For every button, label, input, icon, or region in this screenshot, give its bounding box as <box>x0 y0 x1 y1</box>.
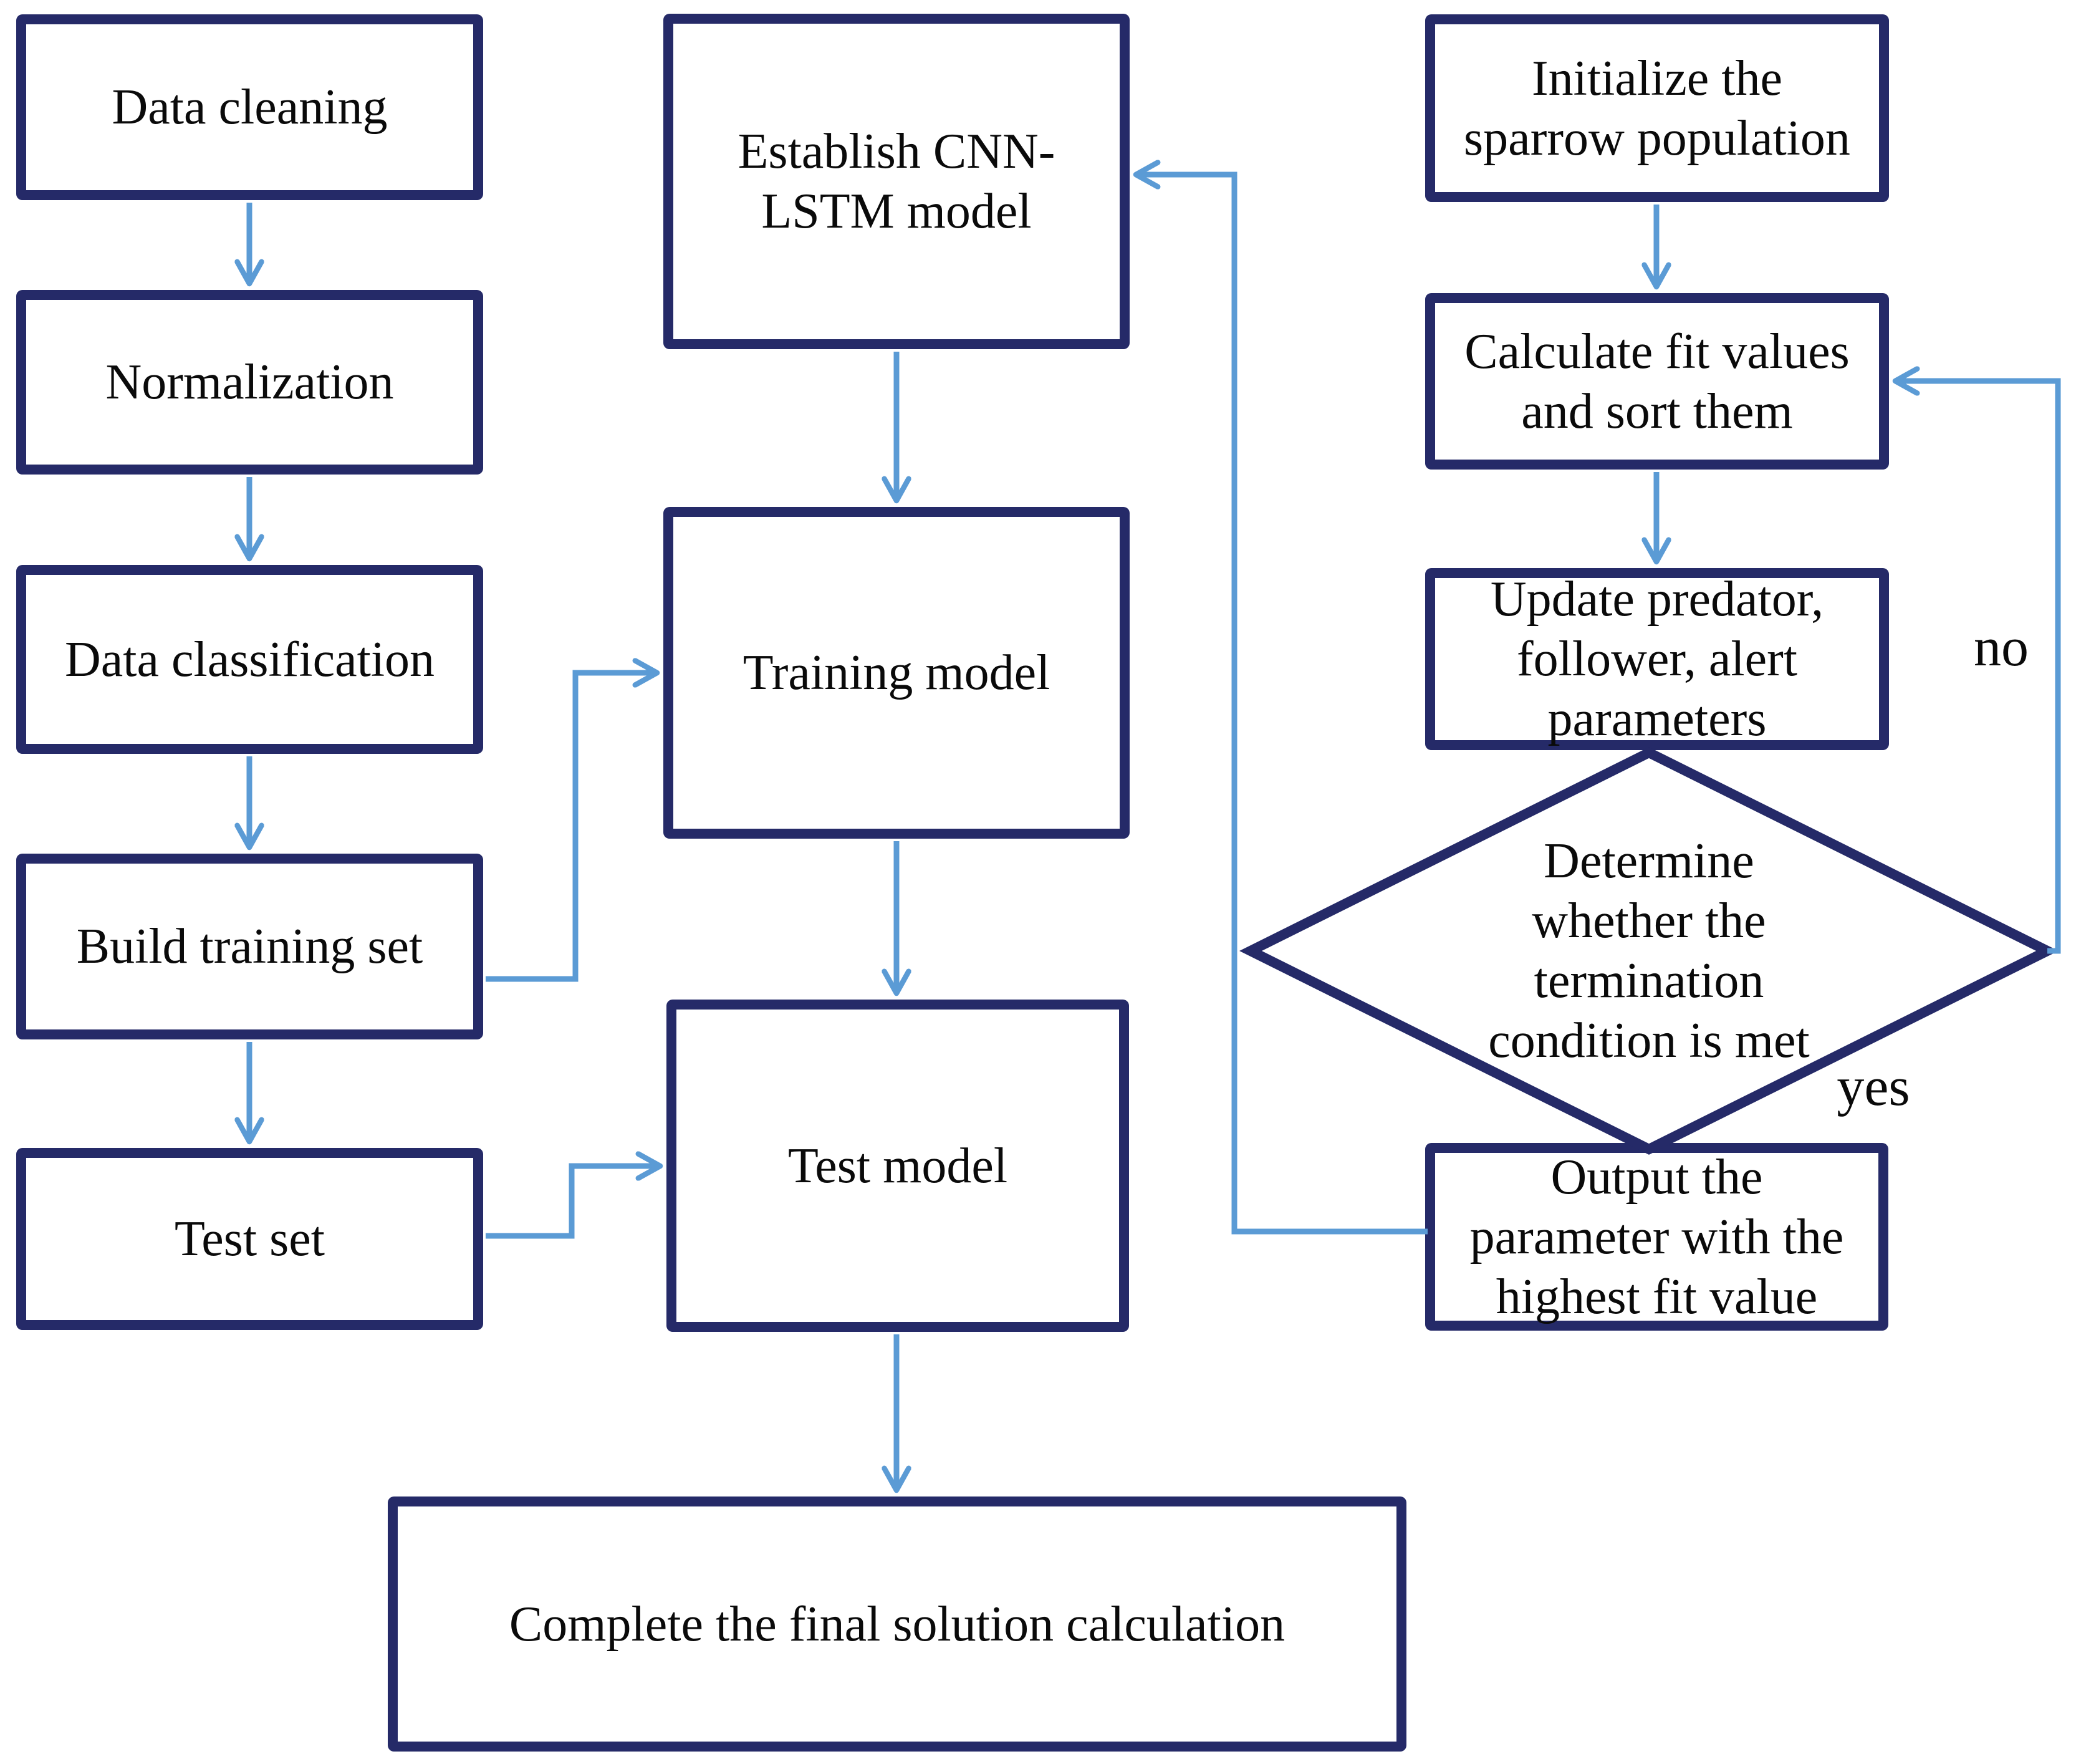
edge-label-yes: yes <box>1837 1057 1910 1117</box>
node-label: Determine whether the termination condit… <box>1488 834 1810 1068</box>
node-data-classification: Data classification <box>16 565 483 754</box>
node-label: Training model <box>742 645 1050 700</box>
node-test-set: Test set <box>16 1148 483 1330</box>
node-label: Initialize the sparrow population <box>1464 51 1850 166</box>
node-output-parameter: Output the parameter with the highest fi… <box>1425 1143 1888 1331</box>
node-label: Output the parameter with the highest fi… <box>1469 1149 1844 1324</box>
arrow-test-set-to-test-model <box>486 1166 659 1239</box>
node-update-parameters: Update predator, follower, alert paramet… <box>1425 568 1889 750</box>
node-label: Complete the final solution calculation <box>509 1596 1285 1652</box>
node-termination-decision: Determine whether the termination condit… <box>1431 767 1867 1135</box>
node-label: Data classification <box>64 632 435 687</box>
node-calculate-fit-values: Calculate fit values and sort them <box>1425 293 1889 470</box>
node-label: Establish CNN- LSTM model <box>738 124 1055 239</box>
node-data-cleaning: Data cleaning <box>16 14 483 200</box>
arrow-build-training-set-to-training-model <box>486 673 656 982</box>
node-normalization: Normalization <box>16 290 483 475</box>
node-establish-cnn-lstm-model: Establish CNN- LSTM model <box>663 14 1130 349</box>
node-label: Test set <box>174 1212 325 1266</box>
node-label: Calculate fit values and sort them <box>1464 324 1850 439</box>
node-label: Build training set <box>76 919 423 974</box>
node-label: Normalization <box>105 355 394 410</box>
arrow-output-parameter-to-establish-model <box>1137 175 1428 1235</box>
node-label: Test model <box>787 1138 1008 1193</box>
node-test-model: Test model <box>666 1000 1129 1332</box>
node-label: Data cleaning <box>112 80 388 135</box>
node-build-training-set: Build training set <box>16 854 483 1039</box>
node-training-model: Training model <box>663 507 1130 839</box>
node-initialize-sparrow-population: Initialize the sparrow population <box>1425 14 1889 202</box>
edge-label-no: no <box>1974 617 2029 678</box>
node-label: Update predator, follower, alert paramet… <box>1490 572 1824 746</box>
node-complete-final-solution: Complete the final solution calculation <box>388 1497 1406 1752</box>
